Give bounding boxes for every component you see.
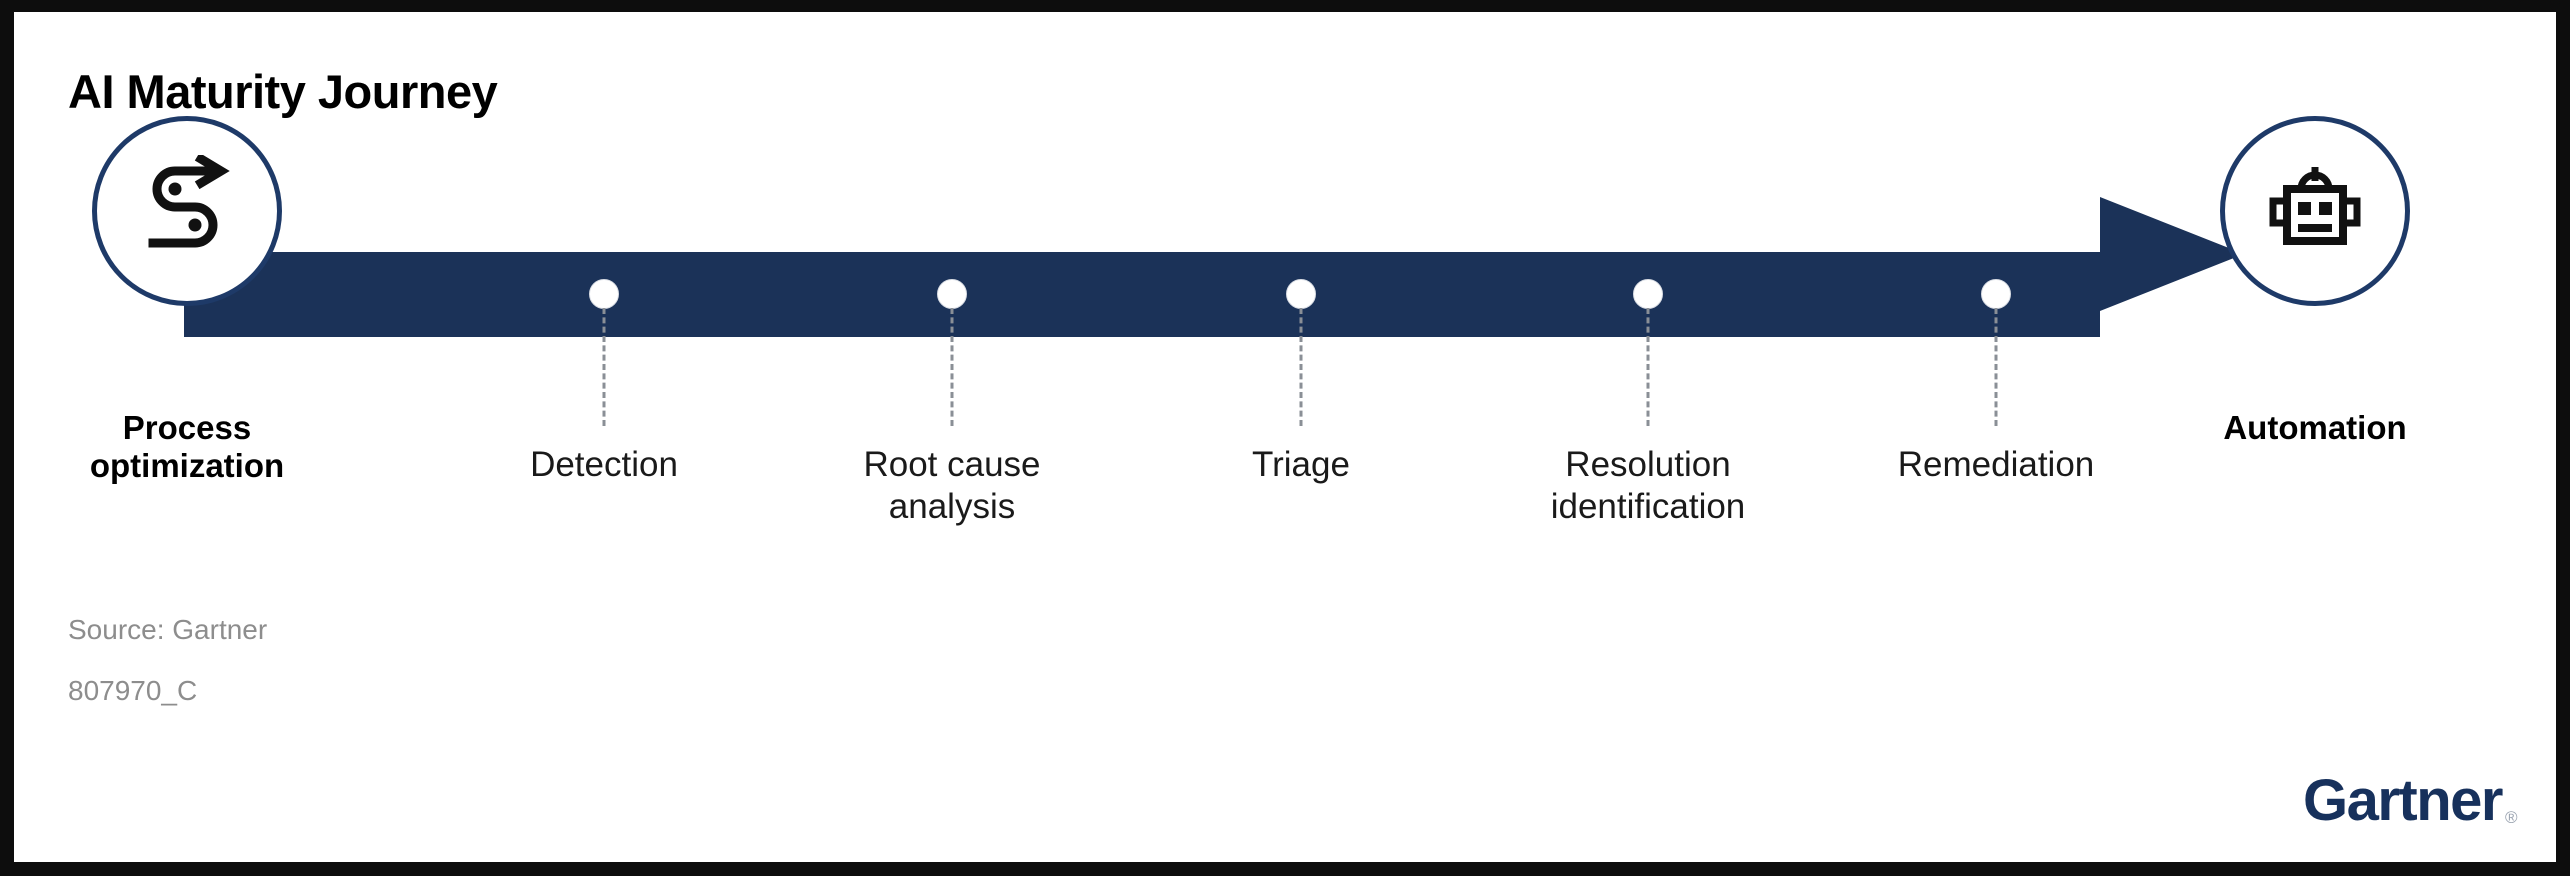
- journey-arrow: [184, 197, 2244, 337]
- milestone-dot[interactable]: [1633, 279, 1663, 309]
- journey-start-node[interactable]: [92, 116, 282, 306]
- registered-trademark-icon: ®: [2504, 808, 2518, 827]
- milestone-connector: [602, 308, 606, 426]
- page-title: AI Maturity Journey: [68, 65, 498, 118]
- milestone-label: Remediation: [1897, 445, 2095, 484]
- journey-end-label: Automation: [2223, 409, 2407, 446]
- milestone-dot[interactable]: [1981, 279, 2011, 309]
- milestone-connector: [950, 308, 954, 426]
- milestone-connector: [1646, 308, 1650, 426]
- journey-start-label: Process optimization: [89, 409, 285, 485]
- milestone-connector: [1299, 308, 1303, 426]
- milestone-label: Resolution identification: [1550, 445, 1746, 526]
- journey-end-node[interactable]: [2220, 116, 2410, 306]
- journey-diagram: Process optimization Automation Detectio…: [14, 12, 2556, 862]
- source-note: Source: Gartner: [68, 614, 268, 645]
- milestone-dot[interactable]: [937, 279, 967, 309]
- milestone-connector: [1994, 308, 1998, 426]
- brand-wordmark: Gartner: [2302, 768, 2504, 833]
- robot-icon: [2269, 167, 2361, 245]
- process-route-icon: [148, 155, 230, 248]
- figure-canvas: AI Maturity Journey Process optimization: [14, 12, 2556, 862]
- milestone-label: Triage: [1252, 445, 1350, 484]
- document-id: 807970_C: [68, 675, 198, 706]
- milestone-dot[interactable]: [589, 279, 619, 309]
- milestone-label: Detection: [530, 445, 678, 484]
- milestone-dot[interactable]: [1286, 279, 1316, 309]
- milestone-label: Root cause analysis: [863, 445, 1041, 526]
- gartner-logo: Gartner ®: [2302, 767, 2518, 834]
